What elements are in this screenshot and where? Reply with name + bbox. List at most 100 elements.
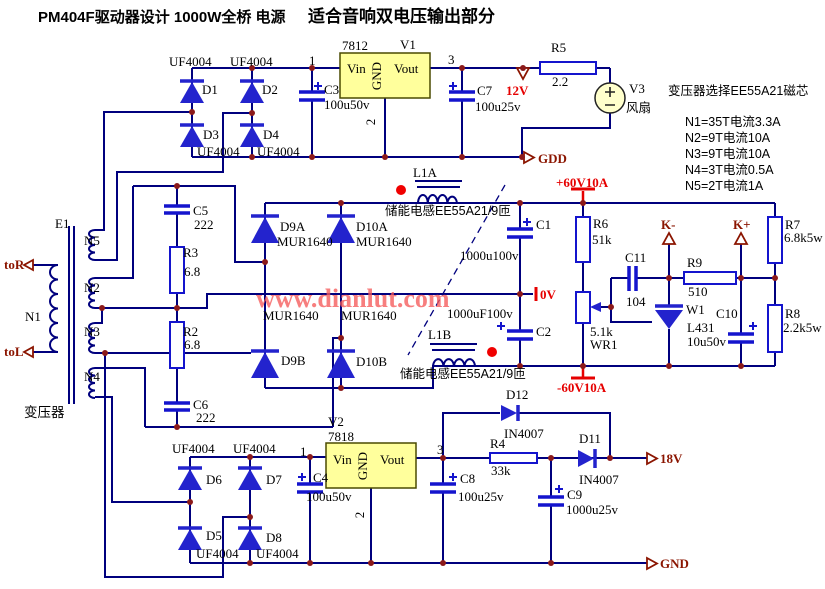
- label-c6: C6: [193, 397, 209, 412]
- label-d2: D2: [262, 82, 278, 97]
- inductor-l1b: [430, 343, 497, 367]
- label-c3-val: 100u50v: [324, 97, 370, 112]
- capacitor-c1: [507, 218, 533, 239]
- label-d3: D3: [203, 127, 219, 142]
- secondary-winding-n3: [88, 322, 96, 354]
- label-c5: C5: [193, 203, 208, 218]
- label-r5: R5: [551, 40, 566, 55]
- labels: PM404F驱动器设计 1000W全桥 电源 适合音响双电压输出部分 7812 …: [4, 6, 823, 571]
- label-d5: D5: [206, 528, 222, 543]
- label-n3: N3: [84, 324, 100, 339]
- label-d10a: D10A: [356, 219, 388, 234]
- label-c6-val: 222: [196, 410, 216, 425]
- note-line-2: N2=9T电流10A: [685, 131, 771, 145]
- potentiometer-wr1: [575, 291, 601, 324]
- diode-d6: [178, 466, 202, 490]
- label-k-plus: K+: [733, 217, 751, 232]
- diode-d1: [180, 79, 204, 103]
- note-line-4: N4=3T电流0.5A: [685, 163, 774, 177]
- label-d6-part: UF4004: [172, 441, 215, 456]
- label-wr1-val: 5.1k: [590, 324, 613, 339]
- resistor-r4: [489, 452, 538, 464]
- capacitors: [164, 82, 757, 507]
- diode-d7: [238, 466, 262, 490]
- label-r3: R3: [183, 245, 198, 260]
- label-c9-val: 1000u25v: [566, 502, 619, 517]
- capacitor-c8: [430, 473, 457, 494]
- label-d9b-part: MUR1640: [263, 308, 319, 323]
- resistor-r9: [683, 271, 737, 285]
- label-v1-vin: Vin: [347, 61, 366, 76]
- label-fan: 风扇: [626, 100, 651, 115]
- secondary-winding-n5: [88, 229, 96, 261]
- label-transformer: 变压器: [24, 405, 65, 420]
- diode-d9b: [251, 349, 279, 378]
- page-title: PM404F驱动器设计 1000W全桥 电源: [38, 8, 286, 26]
- rail-marks: [534, 187, 595, 380]
- label-v2-vin: Vin: [333, 452, 352, 467]
- resistor-r2: [169, 321, 185, 369]
- label-n2: N2: [84, 280, 100, 295]
- tor-terminal-icon: [22, 258, 34, 272]
- regulator-v1-7812: [339, 52, 431, 99]
- label-d6: D6: [206, 472, 222, 487]
- label-d2-part: UF4004: [230, 54, 273, 69]
- capacitor-c2: [497, 322, 533, 341]
- label-v1-pin3: 3: [448, 52, 455, 67]
- label-v3: V3: [629, 81, 645, 96]
- label-w1-part: L431: [687, 320, 714, 335]
- resistor-r6: [575, 216, 591, 263]
- label-wr1: WR1: [590, 337, 617, 352]
- resistor-r3: [169, 246, 185, 294]
- label-d4-part: UF4004: [257, 144, 300, 159]
- label-d7: D7: [266, 472, 282, 487]
- label-n5: N5: [84, 233, 100, 248]
- label-v1-vout: Vout: [394, 61, 419, 76]
- gdd-terminal-icon: [523, 150, 536, 165]
- note-line-3: N3=9T电流10A: [685, 147, 771, 161]
- label-d7-part: UF4004: [233, 441, 276, 456]
- tol-terminal-icon: [22, 345, 34, 359]
- label-c8: C8: [460, 471, 475, 486]
- label-c10: C10: [716, 306, 738, 321]
- label-c11: C11: [625, 250, 646, 265]
- diode-d5: [178, 526, 202, 550]
- label-d8: D8: [266, 530, 282, 545]
- page-subtitle: 适合音响双电压输出部分: [308, 6, 495, 26]
- label-d4: D4: [263, 127, 279, 142]
- diode-d2: [240, 79, 264, 103]
- label-v1-part: 7812: [342, 38, 368, 53]
- note-heading: 变压器选择EE55A21磁芯: [668, 83, 808, 98]
- diodes: [178, 79, 683, 550]
- label-c2: C2: [536, 324, 551, 339]
- label-c4: C4: [313, 470, 329, 485]
- label-d9a-part: MUR1640: [277, 234, 333, 249]
- capacitor-c10: [728, 322, 757, 344]
- label-c10-val: 10u50v: [687, 334, 727, 349]
- label-l1b: L1B: [428, 327, 451, 342]
- label-tol: toL: [4, 344, 24, 359]
- secondary-winding-n2: [88, 277, 96, 309]
- label-d3-part: UF4004: [197, 144, 240, 159]
- label-d10b: D10B: [356, 354, 387, 369]
- label-n1: N1: [25, 309, 41, 324]
- label-l1a-note: 储能电感EE55A21/9匝: [385, 203, 511, 218]
- note-line-5: N5=2T电流1A: [685, 179, 764, 193]
- label-c5-val: 222: [194, 217, 214, 232]
- capacitor-c11: [627, 266, 638, 291]
- diode-d10a: [327, 214, 355, 243]
- label-r7: R7: [785, 217, 801, 232]
- label-k-minus: K-: [661, 217, 675, 232]
- label-r6: R6: [593, 216, 609, 231]
- diode-d4: [240, 123, 264, 147]
- label-r8-val: 2.2k5w: [783, 320, 822, 335]
- label-r5-val: 2.2: [552, 74, 568, 89]
- label-c7-val: 100u25v: [475, 99, 521, 114]
- label-v2-pin3: 3: [437, 442, 444, 457]
- label-v2-pin1: 1: [300, 444, 307, 459]
- label-d11-part: IN4007: [579, 472, 619, 487]
- k-plus-terminal-icon: [733, 231, 749, 245]
- label-e1: E1: [55, 216, 69, 231]
- label-c4-val: 100u50v: [306, 489, 352, 504]
